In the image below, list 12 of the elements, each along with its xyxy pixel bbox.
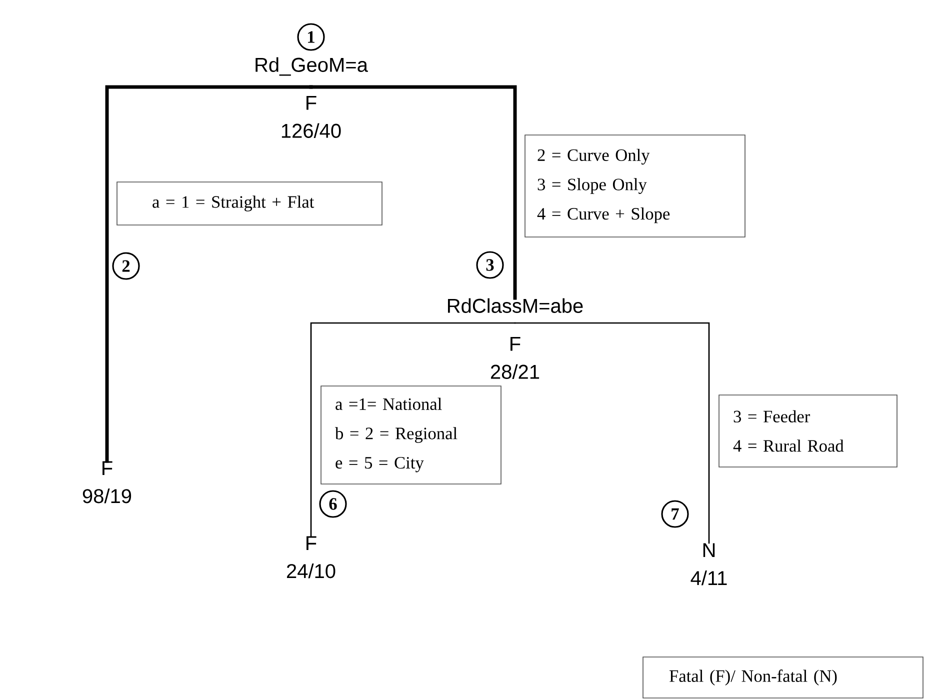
leaf-label: N 4/11 [690, 543, 727, 586]
category-box: a = 1 = Straight + Flat [116, 182, 382, 226]
tree-branch-line [309, 85, 517, 300]
tree-branch-line [310, 322, 516, 537]
category-box: 3 = Feeder 4 = Rural Road [718, 394, 898, 468]
category-box: Fatal (F)/ Non-fatal (N) [642, 656, 924, 698]
category-box: a =1= National b = 2 = Regional e = 5 = City [320, 386, 502, 484]
category-box: 2 = Curve Only 3 = Slope Only 4 = Curve + Slope [524, 134, 746, 238]
split-label: Rd_GeoM=a F 126/40 [256, 57, 368, 138]
leaf-label: F 24/10 [286, 536, 336, 578]
split-label: RdClassM=abe F 28/21 [448, 298, 583, 379]
tree-branch-line [514, 322, 710, 544]
